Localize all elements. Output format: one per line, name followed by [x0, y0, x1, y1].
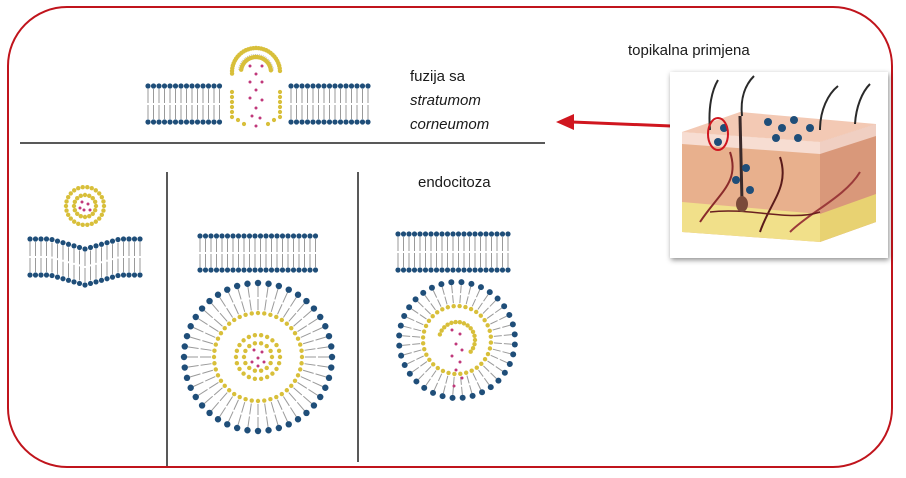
vesicle-fusing [238, 54, 274, 72]
membrane-panel3 [395, 231, 510, 272]
label-endocytosis: endocitoza [418, 173, 491, 193]
membrane-panel2 [197, 233, 318, 272]
vesicle-fusing-outer-ring [230, 46, 282, 76]
skin-cross-section-icon [670, 72, 888, 258]
drug-endocytic [451, 329, 464, 388]
membrane-fusion [145, 83, 370, 124]
vesicle-endocytic-inner [438, 320, 478, 354]
skin-image-frame [670, 72, 888, 258]
membrane-panel1 [27, 236, 142, 287]
vesicle-small-inner [72, 193, 98, 219]
vesicle-endocytic [396, 279, 518, 401]
label-topical: topikalna primjena [628, 41, 750, 61]
label-fusion-line1: fuzija sa [410, 67, 465, 87]
vesicle-small-outer [64, 185, 106, 227]
drug-large [251, 349, 266, 368]
label-fusion-line2: stratumom [410, 91, 481, 111]
label-fusion-line3: corneumom [410, 115, 489, 135]
drug-fusion [249, 65, 264, 128]
drug-small [79, 201, 92, 212]
